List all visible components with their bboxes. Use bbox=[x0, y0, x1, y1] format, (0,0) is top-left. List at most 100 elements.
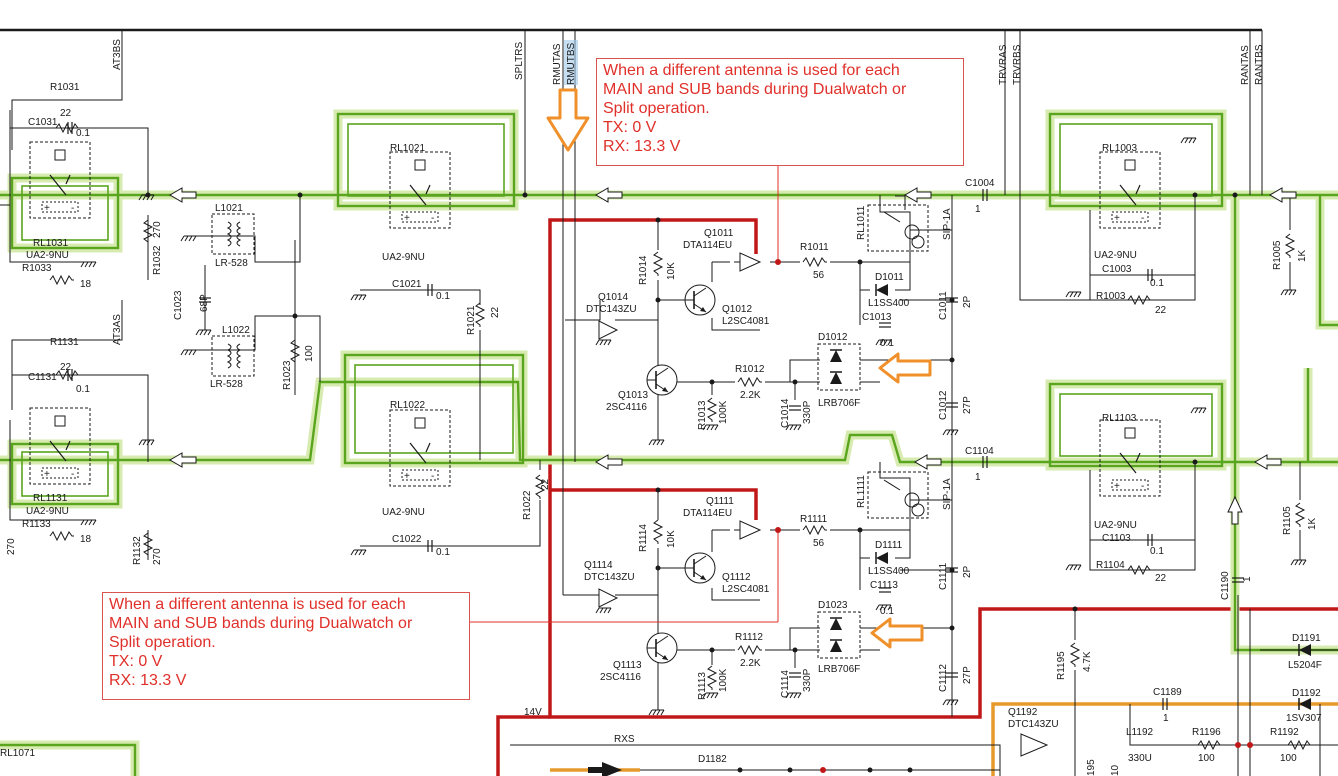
label-r1133-val: 18 bbox=[80, 534, 92, 545]
label-r1013-val: 100K bbox=[718, 400, 729, 424]
label-r1021-val: 22 bbox=[490, 306, 501, 318]
label-c1190: C1190 bbox=[1220, 571, 1231, 600]
label-lrb706f: LRB706F bbox=[818, 398, 860, 409]
label-c1111: C1111 bbox=[938, 562, 949, 590]
green-antenna-path bbox=[0, 109, 1338, 776]
label-q1113-type: 2SC4116 bbox=[600, 672, 641, 683]
label-r1014-val: 10K bbox=[666, 262, 677, 280]
net-rmutas: RMUTAS bbox=[552, 43, 563, 85]
label-d1192-type: 1SV307 bbox=[1286, 713, 1322, 724]
annotation-note-top: When a different antenna is used for eac… bbox=[596, 58, 964, 166]
label-l1192-val: 330U bbox=[1128, 753, 1152, 764]
label-r1022-val: 22 bbox=[540, 478, 551, 490]
label-c1004: C1004 bbox=[965, 178, 995, 189]
transistors bbox=[598, 252, 1049, 757]
part-labels: R1031 22 C1031 0.1 R1033 18 R1032 270 L1… bbox=[6, 82, 1322, 776]
label-r1021: R1021 bbox=[466, 305, 477, 335]
label-q1012: Q1012 bbox=[722, 304, 752, 315]
net-rantbs: RANTBS bbox=[1254, 44, 1265, 85]
label-c1103: C1103 bbox=[1102, 533, 1131, 544]
lr528-coils bbox=[211, 213, 255, 377]
label-c1011-val: 2P bbox=[962, 295, 973, 308]
annotation-note-bottom: When a different antenna is used for eac… bbox=[102, 592, 470, 700]
orange-path bbox=[550, 702, 1338, 776]
label-c1013-val: 0.1 bbox=[880, 338, 894, 349]
label-lrb706f: LRB706F bbox=[818, 664, 860, 675]
label-c1003: C1003 bbox=[1102, 264, 1132, 275]
label-q1013-type: 2SC4116 bbox=[606, 402, 647, 413]
label-r1114: R1114 bbox=[638, 524, 649, 552]
note-bottom-line1: When a different antenna is used for eac… bbox=[109, 596, 406, 613]
label-c1023-val: 68P bbox=[199, 294, 210, 312]
label-q1014-type: DTC143ZU bbox=[586, 304, 637, 315]
label-q1114-type: DTC143ZU bbox=[584, 572, 635, 583]
label-r1195: R1195 bbox=[1056, 651, 1067, 680]
label-c1111-val: 2P bbox=[962, 565, 973, 578]
label-c1104-val: 1 bbox=[975, 472, 981, 483]
label-q1192-type: DTC143ZU bbox=[1008, 719, 1059, 730]
label-r1192: R1192 bbox=[1270, 727, 1299, 738]
label-c1104: C1104 bbox=[965, 446, 994, 457]
label-r1192-val: 100 bbox=[1280, 753, 1297, 764]
label-c1031: C1031 bbox=[28, 117, 58, 128]
net-rmutbs: RMUTBS bbox=[566, 42, 577, 85]
label-r1011: R1011 bbox=[800, 242, 829, 253]
label-r1104: R1104 bbox=[1096, 560, 1125, 571]
label-q1111: Q1111 bbox=[706, 496, 734, 507]
note-bottom-line3: Split operation. bbox=[109, 634, 216, 651]
label-ua-1031: UA2-9NU bbox=[26, 250, 69, 261]
label-c1114-val: 330P bbox=[802, 668, 813, 692]
label-c1131: C1131 bbox=[28, 372, 57, 383]
label-c1023: C1023 bbox=[173, 290, 184, 320]
orange-arrow-down-icon bbox=[546, 88, 590, 152]
label-c1012: C1012 bbox=[938, 390, 949, 420]
label-q1114: Q1114 bbox=[584, 560, 613, 571]
label-q1192: Q1192 bbox=[1008, 707, 1038, 718]
relay-labels: RL1031 UA2-9NU RL1131 UA2-9NU RL1021 UA2… bbox=[0, 143, 1137, 759]
net-trvras: TRVRAS bbox=[998, 44, 1009, 85]
note-bottom-rx: RX: 13.3 V bbox=[109, 672, 187, 689]
label-r1033-val: 18 bbox=[80, 279, 92, 290]
label-r1023-val: 100 bbox=[304, 345, 315, 362]
label-rl1131: RL1131 bbox=[33, 493, 68, 504]
label-d1111: D1111 bbox=[875, 540, 903, 551]
label-q1113: Q1113 bbox=[613, 660, 642, 671]
label-rl1011: RL1011 bbox=[856, 205, 867, 240]
label-r1132: R1132 bbox=[132, 536, 143, 565]
label-c1021: C1021 bbox=[392, 279, 422, 290]
label-r1014: R1014 bbox=[638, 255, 649, 285]
label-r1033: R1033 bbox=[22, 263, 52, 274]
label-c1022-val: 0.1 bbox=[436, 547, 450, 558]
signal-arrows bbox=[169, 187, 1297, 776]
label-ua-1021: UA2-9NU bbox=[382, 252, 425, 263]
diodes bbox=[817, 283, 1312, 711]
sip1a-bottom: SIP-1A bbox=[942, 478, 953, 510]
label-rl1071: RL1071 bbox=[0, 748, 35, 759]
label-r1196-val: 100 bbox=[1198, 753, 1215, 764]
label-ua-1022: UA2-9NU bbox=[382, 507, 425, 518]
orange-arrow-left-icon bbox=[878, 352, 932, 384]
label-partial-10: 10 bbox=[1110, 764, 1121, 776]
label-q1014: Q1014 bbox=[598, 292, 628, 303]
label-d1182: D1182 bbox=[698, 754, 727, 765]
label-q1111-type: DTA114EU bbox=[683, 508, 732, 519]
label-partial-195: 195 bbox=[1086, 759, 1097, 776]
net-labels: AT3BS AT3AS SPLTRS RMUTAS RMUTBS TRVRAS … bbox=[112, 39, 1265, 745]
label-c1031-val: 0.1 bbox=[76, 128, 90, 139]
label-r1005: R1005 bbox=[1272, 240, 1283, 270]
label-l1192: L1192 bbox=[1126, 727, 1154, 738]
label-c1103-val: 0.1 bbox=[1150, 546, 1164, 557]
label-rl1021: RL1021 bbox=[390, 143, 425, 154]
junction-dots bbox=[775, 259, 1253, 773]
label-r1132-val: 270 bbox=[152, 548, 163, 565]
label-d1191: D1191 bbox=[1292, 633, 1321, 644]
label-r1105-val: 1K bbox=[1307, 517, 1318, 530]
label-d1011-type: L1SS400 bbox=[868, 298, 910, 309]
note-top-rx: RX: 13.3 V bbox=[603, 138, 681, 155]
label-c1021-val: 0.1 bbox=[436, 291, 450, 302]
label-r1032-val: 270 bbox=[6, 538, 17, 555]
label-r1196: R1196 bbox=[1192, 727, 1221, 738]
label-q1112-type: L2SC4081 bbox=[722, 584, 770, 595]
note-top-tx: TX: 0 V bbox=[603, 119, 657, 136]
label-lr528: LR-528 bbox=[215, 258, 248, 269]
